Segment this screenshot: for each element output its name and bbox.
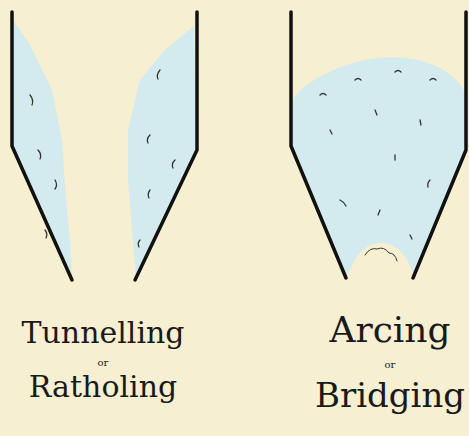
material-bridged: [292, 57, 466, 278]
conjunction-label: or: [385, 360, 396, 370]
hopper-walls: [12, 12, 466, 280]
mode-label: Arcing: [329, 312, 450, 348]
texture: [30, 70, 436, 261]
material-left: [13, 20, 72, 278]
conjunction-label: or: [98, 358, 109, 368]
mode-label: Tunnelling: [21, 318, 184, 348]
mode-label: Bridging: [315, 378, 465, 412]
mode-label: Ratholing: [29, 372, 177, 402]
material-right: [128, 26, 196, 278]
